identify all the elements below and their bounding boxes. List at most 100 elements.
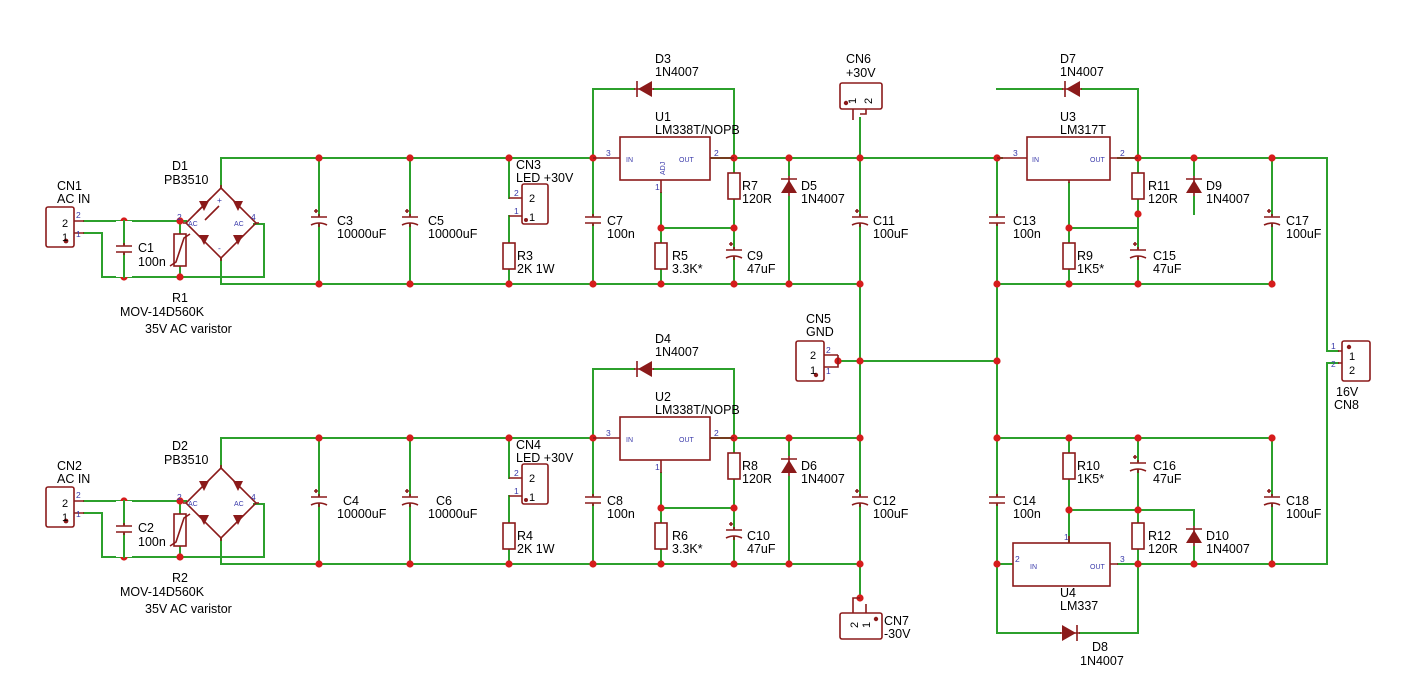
- r3-resistor: [502, 242, 516, 270]
- cn5-ref: CN5: [806, 312, 831, 326]
- svg-text:1: 1: [655, 462, 660, 472]
- junction-dot: [1268, 434, 1276, 442]
- part-labels: C1 100n C2 100n C3 10000uF C5 10000uF C4…: [138, 52, 1322, 668]
- svg-text:2: 2: [76, 490, 81, 500]
- r6-value: 3.3K*: [672, 542, 703, 556]
- c17-value: 100uF: [1286, 227, 1322, 241]
- junction-dot: [730, 280, 738, 288]
- svg-text:OUT: OUT: [679, 157, 695, 164]
- svg-text:2: 2: [714, 428, 719, 438]
- junction-dot: [1065, 224, 1073, 232]
- d5-diode: [781, 176, 797, 196]
- junction-dot: [1134, 280, 1142, 288]
- d8-ref: D8: [1092, 640, 1108, 654]
- junction-dot: [406, 434, 414, 442]
- svg-text:1: 1: [826, 366, 831, 376]
- r12-ref: R12: [1148, 529, 1171, 543]
- svg-text:2: 2: [62, 498, 68, 510]
- r8-value: 120R: [742, 472, 772, 486]
- d7-diode: [1062, 81, 1082, 97]
- svg-text:2: 2: [514, 188, 519, 198]
- junctions: [120, 154, 1276, 602]
- svg-text:AC: AC: [234, 221, 244, 228]
- c18-ref: C18: [1286, 494, 1309, 508]
- svg-text:1: 1: [1349, 351, 1355, 363]
- svg-text:1: 1: [76, 509, 81, 519]
- svg-text:2: 2: [177, 492, 182, 502]
- u3-value: LM317T: [1060, 123, 1106, 137]
- svg-text:1: 1: [861, 622, 873, 628]
- c5-ref: C5: [428, 214, 444, 228]
- u1-regulator: IN OUT ADJ 3 2 1: [593, 136, 734, 193]
- cn7-connector: 2 1 CN7 -30V: [839, 597, 911, 641]
- c5-value: 10000uF: [428, 227, 478, 241]
- d8-value: 1N4007: [1080, 654, 1124, 668]
- svg-text:AC: AC: [234, 501, 244, 508]
- r12-value: 120R: [1148, 542, 1178, 556]
- cn4-value: LED +30V: [516, 451, 574, 465]
- u1-ref: U1: [655, 110, 671, 124]
- c18-capacitor: [1263, 479, 1281, 521]
- svg-text:2: 2: [177, 212, 182, 222]
- d3-diode: [634, 81, 654, 97]
- c1-value: 100n: [138, 255, 166, 269]
- junction-dot: [589, 560, 597, 568]
- d2-bridge-rectifier: AC AC 2 4: [177, 465, 259, 541]
- d4-value: 1N4007: [655, 345, 699, 359]
- u3-ref: U3: [1060, 110, 1076, 124]
- c6-capacitor: [401, 479, 419, 521]
- svg-text:1: 1: [529, 212, 535, 224]
- svg-text:2: 2: [1331, 359, 1336, 369]
- r11-ref: R11: [1148, 179, 1170, 193]
- d4-ref: D4: [655, 332, 671, 346]
- junction-dot: [856, 154, 864, 162]
- r5-resistor: [654, 242, 668, 270]
- junction-dot: [406, 154, 414, 162]
- junction-dot: [1190, 560, 1198, 568]
- c8-capacitor: [585, 479, 601, 521]
- svg-text:ADJ: ADJ: [660, 162, 667, 175]
- svg-text:2: 2: [529, 473, 535, 485]
- svg-text:IN: IN: [1030, 564, 1037, 571]
- junction-dot: [785, 154, 793, 162]
- cn7-ref: CN7: [884, 614, 909, 628]
- svg-text:4: 4: [251, 212, 256, 222]
- d1-ref: D1: [172, 159, 188, 173]
- svg-text:3: 3: [606, 428, 611, 438]
- cn3-connector: 2 1 2 1 CN3 LED +30V: [509, 158, 574, 225]
- junction-dot: [730, 560, 738, 568]
- junction-dot: [176, 497, 184, 505]
- r5-ref: R5: [672, 249, 688, 263]
- cn2-value: AC IN: [57, 472, 90, 486]
- r10-ref: R10: [1077, 459, 1100, 473]
- r9-resistor: [1062, 242, 1076, 270]
- c1-capacitor: [116, 220, 132, 278]
- junction-dot: [1065, 280, 1073, 288]
- svg-text:IN: IN: [626, 157, 633, 164]
- r9-value: 1K5*: [1077, 262, 1104, 276]
- c15-value: 47uF: [1153, 262, 1182, 276]
- junction-dot: [406, 280, 414, 288]
- c3-capacitor: [310, 199, 328, 241]
- c13-value: 100n: [1013, 227, 1041, 241]
- r5-value: 3.3K*: [672, 262, 703, 276]
- d5-value: 1N4007: [801, 192, 845, 206]
- svg-text:IN: IN: [626, 437, 633, 444]
- svg-text:+: +: [217, 195, 222, 205]
- svg-text:4: 4: [251, 492, 256, 502]
- r8-ref: R8: [742, 459, 758, 473]
- d5-ref: D5: [801, 179, 817, 193]
- u2-ref: U2: [655, 390, 671, 404]
- junction-dot: [176, 553, 184, 561]
- junction-dot: [315, 560, 323, 568]
- cn5-connector: 2 1 2 1 CN5 GND: [795, 312, 839, 382]
- junction-dot: [993, 357, 1001, 365]
- cn7-value: -30V: [884, 627, 911, 641]
- u1-value: LM338T/NOPB: [655, 123, 740, 137]
- junction-dot: [657, 560, 665, 568]
- svg-text:3: 3: [1013, 148, 1018, 158]
- cn3-ref: CN3: [516, 158, 541, 172]
- junction-dot: [406, 560, 414, 568]
- d3-value: 1N4007: [655, 65, 699, 79]
- d3-ref: D3: [655, 52, 671, 66]
